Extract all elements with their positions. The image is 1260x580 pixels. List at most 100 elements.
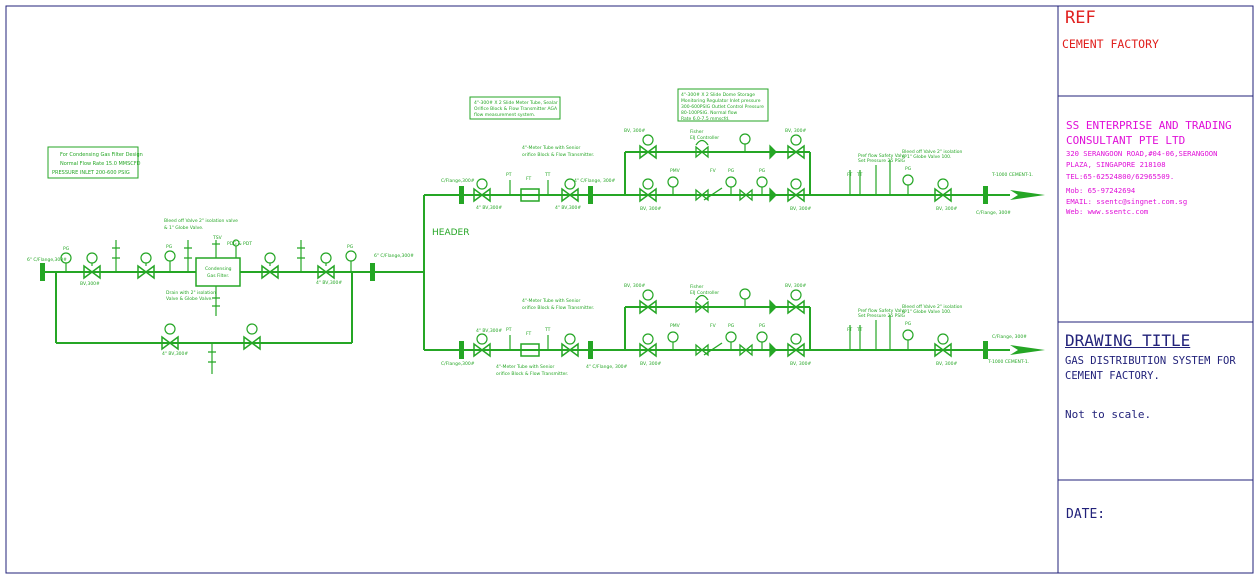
bottom-cflange-label: C/Flange,300# (441, 361, 475, 367)
top-out-flange: C/Flange, 300# (976, 210, 1011, 216)
top-bv-out: BV, 300# (936, 206, 957, 212)
meter-note-box (469, 96, 561, 120)
bottom-fisher-1: Fisher (690, 284, 703, 290)
bottom-pg-label-b: PG (759, 323, 766, 329)
top-pmv-label: PMV (670, 168, 681, 174)
reg-note-4: 80-100PSIG. Normal flow (681, 110, 737, 116)
company-address-1: 320 SERANGOON ROAD,#04-06,SERANGOON (1066, 149, 1218, 158)
bottom-pmv-label: PMV (670, 323, 681, 329)
top-train-flange-in (459, 186, 464, 204)
top-bv-4-label-2: 4" BV,300# (555, 205, 581, 211)
top-pg-label-c: PG (905, 166, 912, 172)
pdg-label: PDG & PDT (227, 241, 252, 247)
bleed-note-top-1: Bleed off Valve 2" isolation valve (164, 218, 238, 224)
drawing-title-label: DRAWING TITLE (1065, 331, 1191, 350)
top-cflange-label: C/Flange,300# (441, 178, 475, 184)
date-label: DATE: (1066, 507, 1106, 522)
meter-note-top-1: 4"-300# X 2 Slide Meter Tube, Sealar (474, 100, 558, 106)
bottom-bleed-right-2: & 1" Globe Valve 100. (902, 309, 951, 315)
bottom-bv-bypass-2: BV, 300# (785, 283, 806, 289)
drawing-title-line-1: GAS DISTRIBUTION SYSTEM FOR (1065, 355, 1236, 367)
top-pg-label-a: PG (728, 168, 735, 174)
bottom-bv-main-2: BV, 300# (790, 361, 811, 367)
outlet-arrow-bottom (1010, 345, 1045, 355)
company-address-2: PLAZA, SINGAPORE 218108 (1066, 160, 1166, 169)
top-pref-2: Set Pressure 25 PSIG (858, 158, 906, 164)
top-bv-main-2: BV, 300# (790, 206, 811, 212)
bleed-note-top-2: & 1" Globe Valve. (164, 225, 203, 231)
top-bv-main-1: BV, 300# (640, 206, 661, 212)
design-note-box (47, 146, 139, 179)
drain-note-1: Drain with 2" isolation (166, 290, 216, 296)
bottom-pref-1: Pref flow Safety Valve (858, 308, 907, 314)
drawing-border (5, 5, 1254, 574)
design-note-line-1: For Condensing Gas Filter Design (60, 152, 143, 158)
reg-note-1: 4"-300# X 2 Slide Dome Storage (681, 92, 755, 98)
outlet-arrow-top (1010, 190, 1045, 200)
bottom-fv-label: FV (710, 323, 717, 329)
flanges (40, 186, 988, 359)
meter-note-top-2: Orifice Block & Flow Transmitter AGA (474, 106, 558, 112)
bottom-ft-label-2: FT (847, 327, 853, 333)
bv-300-label: BV,300# (80, 281, 100, 287)
meter-tube-top (520, 188, 540, 202)
bottom-pg-label-a: PG (728, 323, 735, 329)
bottom-train-flange-out (983, 341, 988, 359)
bottom-meter-note-top-1: 4"-Meter Tube with Senior (522, 298, 580, 304)
bottom-train-flange-in (459, 341, 464, 359)
top-bv-bypass-1: BV, 300# (624, 128, 645, 134)
bottom-ft-label: FT (526, 331, 532, 337)
inlet-flange-label: 6" C/Flange,300# (27, 257, 67, 263)
company-web: Web: www.ssentc.com (1066, 207, 1149, 216)
bv-4-label-bypass: 4" BV,300# (162, 351, 188, 357)
pg-label-inlet-2: PG (166, 244, 173, 250)
inlet-flange (40, 263, 45, 281)
header-flange-label: 6" C/Flange,300# (374, 253, 414, 259)
top-pg-label-b: PG (759, 168, 766, 174)
design-note-line-2: Normal Flow Rate 15.0 MMSCFD (60, 161, 141, 167)
top-pref-1: Pref flow Safety Valve (858, 153, 907, 159)
regulator-note-box (677, 88, 769, 122)
top-fv-label: FV (710, 168, 717, 174)
drain-note-2: Valve & Globe Valve. (166, 296, 213, 302)
top-tt-label-2: TT (856, 172, 863, 178)
top-bv-4-label: 4" BV,300# (476, 205, 502, 211)
bottom-train-flange-mid (588, 341, 593, 359)
top-fisher-1: Fisher (690, 129, 703, 135)
reg-note-3: 300-600PSIG Outlet Control Pressure (681, 104, 764, 110)
top-cflange-4-label: 4" C/Flange, 300# (574, 178, 616, 184)
top-fisher-2: EIJ Controller (690, 135, 719, 141)
condensing-gas-filter (195, 257, 241, 287)
header-label: HEADER (432, 228, 469, 238)
top-meter-note-1: 4"-Meter Tube with Senior (522, 145, 580, 151)
bottom-bleed-right-1: Bleed off Valve 2" isolation (902, 304, 963, 310)
top-train-flange-out (983, 186, 988, 204)
tsv-label: TSV (212, 235, 223, 241)
instrument-taps (112, 160, 891, 374)
top-tee-label: T-1000 CEMENT-1. (991, 172, 1033, 178)
top-tt-label: TT (544, 172, 551, 178)
ref-value: CEMENT FACTORY (1062, 37, 1159, 51)
bottom-bv-bypass-1: BV, 300# (624, 283, 645, 289)
bottom-tee-label: T-1000 CEMENT-1. (987, 359, 1029, 365)
company-tel: TEL:65-62524800/62965509. (1066, 172, 1175, 181)
reg-note-2: Monitoring Regulator Inlet pressure (681, 98, 761, 104)
bottom-fisher-2: EIJ Controller (690, 290, 719, 296)
pg-label-inlet-1: PG (63, 246, 70, 252)
top-ft-label-2: FT (847, 172, 853, 178)
company-email: EMAIL: ssentc@singnet.com.sg (1066, 197, 1188, 206)
top-ft-label: FT (526, 176, 532, 182)
design-note-line-3: PRESSURE INLET 200-600 PSIG (52, 170, 130, 176)
pg-label-inlet-3: PG (347, 244, 354, 250)
bottom-pt-label: PT (506, 327, 512, 333)
top-bleed-right-2: & 1" Globe Valve 100. (902, 154, 951, 160)
company-name-2: CONSULTANT PTE LTD (1066, 134, 1186, 147)
drawing-title-line-2: CEMENT FACTORY. (1065, 370, 1160, 382)
bottom-bv-out: BV, 300# (936, 361, 957, 367)
bottom-meter-note-2: orifice Block & Flow Transmitter. (496, 371, 568, 377)
company-name-1: SS ENTERPRISE AND TRADING (1066, 119, 1232, 132)
ref-label: REF (1065, 8, 1096, 28)
bottom-pref-2: Set Pressure 25 PSIG (858, 313, 906, 319)
scale-note: Not to scale. (1065, 408, 1152, 421)
